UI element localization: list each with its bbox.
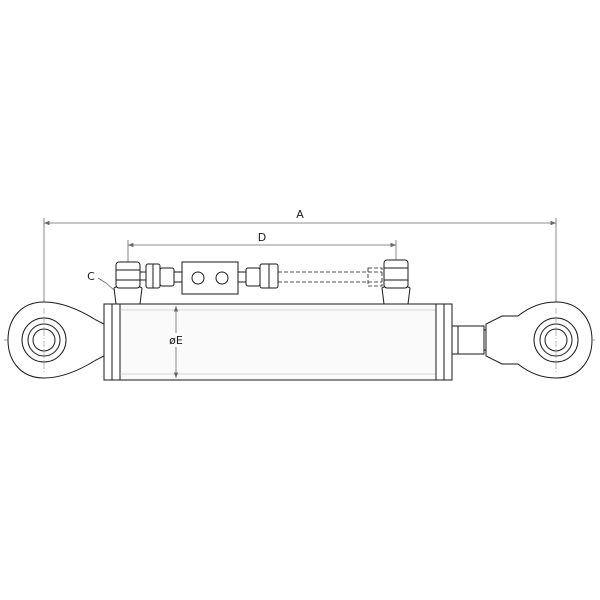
left-eye-mount — [7, 301, 105, 379]
valve-block — [181, 261, 239, 295]
front-port-fitting — [381, 259, 411, 305]
gland-nut — [451, 325, 485, 355]
rear-end-cap — [103, 303, 121, 381]
front-port-nut — [383, 259, 409, 289]
port-leader — [97, 277, 115, 291]
port-leader-line — [97, 277, 115, 291]
valve-hole-2 — [215, 271, 229, 285]
pipe-coupling-2 — [159, 267, 175, 287]
dimension-a — [43, 218, 557, 310]
right-eye-bore-inner — [544, 328, 568, 352]
port-label: C — [87, 270, 95, 283]
dimension-d-label: D — [258, 231, 266, 244]
rear-port-nut — [115, 261, 141, 289]
pipe-coupling-3 — [245, 267, 261, 287]
right-eye-mount — [485, 301, 593, 379]
dimension-a-label: A — [296, 208, 304, 221]
left-eye-bore-inner — [32, 328, 56, 352]
dimension-e-label: øE — [169, 334, 183, 347]
rear-port-fitting — [113, 261, 143, 305]
hidden-pipe — [278, 267, 383, 287]
valve-hole-1 — [191, 271, 205, 285]
dimension-d — [127, 240, 397, 262]
dimension-e-label-bg — [166, 333, 186, 347]
hidden-pipe-fitting — [367, 267, 383, 287]
pipe-assembly — [140, 261, 279, 295]
